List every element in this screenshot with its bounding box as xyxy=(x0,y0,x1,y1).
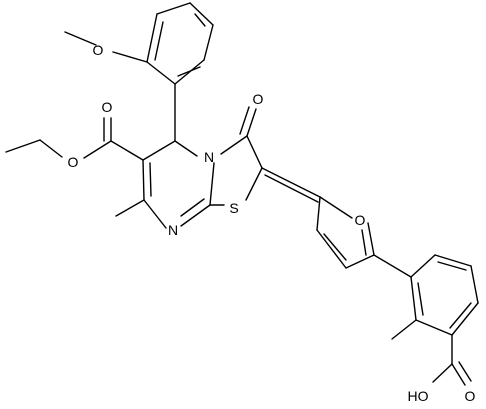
bond xyxy=(112,51,148,63)
acid-carbonyl-oxygen-label: O xyxy=(465,388,476,404)
bond xyxy=(156,2,191,15)
bond xyxy=(264,174,319,203)
bond xyxy=(316,196,321,231)
bond xyxy=(83,140,112,159)
bond xyxy=(239,106,250,135)
bond xyxy=(5,139,41,153)
bond xyxy=(261,167,321,198)
bond xyxy=(220,135,248,155)
bond xyxy=(373,254,412,278)
bond xyxy=(143,199,167,229)
bond xyxy=(180,198,205,217)
bond xyxy=(110,140,144,161)
ester-carbonyl-oxygen-label: O xyxy=(102,99,113,115)
bond xyxy=(434,254,472,267)
bond xyxy=(449,302,472,329)
bond xyxy=(437,261,467,271)
bond xyxy=(149,162,152,197)
bond xyxy=(64,31,97,46)
bond xyxy=(319,196,353,219)
bond xyxy=(154,21,164,61)
atom-labels: O O O O N N S O O HO xyxy=(68,42,476,404)
bond xyxy=(391,319,417,340)
bond xyxy=(458,361,472,382)
methoxy-oxygen-label: O xyxy=(93,42,104,58)
acid-hydroxyl-label: HO xyxy=(408,388,429,404)
bond xyxy=(142,159,145,201)
bond xyxy=(323,233,347,261)
bond xyxy=(39,139,63,158)
bond xyxy=(415,319,453,336)
bond xyxy=(203,24,214,61)
bond xyxy=(209,162,215,206)
furan-oxygen-label: O xyxy=(355,212,366,228)
bond xyxy=(194,13,206,27)
bond xyxy=(451,363,466,386)
sulfur-label: S xyxy=(229,200,238,216)
imine-nitrogen-label: N xyxy=(168,222,178,238)
bond xyxy=(246,135,263,169)
bond xyxy=(246,108,257,137)
bond xyxy=(470,265,479,304)
bond xyxy=(115,199,145,217)
ring-nitrogen-label: N xyxy=(204,149,214,165)
bond xyxy=(177,66,201,77)
bond xyxy=(146,61,176,85)
bond xyxy=(142,140,176,161)
bond xyxy=(146,13,158,63)
bond xyxy=(417,282,424,316)
bond xyxy=(345,254,375,269)
ester-ether-oxygen-label: O xyxy=(68,154,79,170)
bonds xyxy=(5,2,479,386)
bond xyxy=(432,363,453,383)
bond xyxy=(174,140,198,157)
bond xyxy=(361,229,367,256)
bond xyxy=(189,2,214,26)
bond xyxy=(367,222,375,256)
bond xyxy=(180,204,211,227)
bond xyxy=(316,229,347,269)
bond xyxy=(245,167,263,201)
bond xyxy=(410,254,436,278)
ketone-oxygen-label: O xyxy=(253,91,264,107)
bond xyxy=(451,302,479,336)
bond xyxy=(410,276,417,321)
